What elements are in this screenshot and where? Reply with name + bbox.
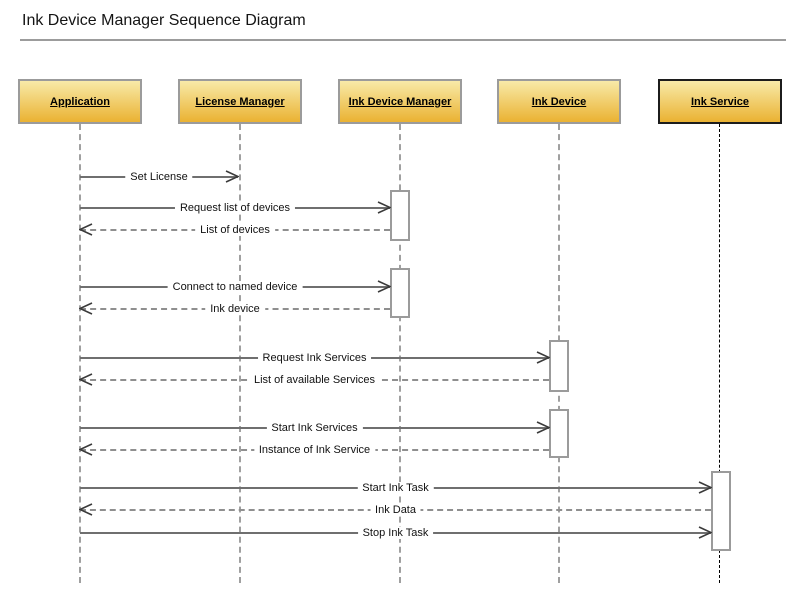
lifeline-application bbox=[79, 124, 81, 583]
activation-ink-service-5 bbox=[711, 471, 731, 551]
message-label: Start Ink Services bbox=[266, 422, 363, 434]
arrowhead-left-icon bbox=[79, 302, 93, 315]
lifeline-ink-device-manager bbox=[399, 124, 401, 583]
activation-ink-device-manager-2 bbox=[390, 268, 410, 318]
message-label: Stop Ink Task bbox=[357, 527, 434, 539]
arrowhead-right-icon bbox=[536, 351, 550, 364]
arrowhead-right-icon bbox=[225, 170, 239, 183]
actor-ink-service: Ink Service bbox=[658, 79, 782, 124]
message-label: Request Ink Services bbox=[257, 352, 372, 364]
message-label: List of devices bbox=[195, 224, 275, 236]
arrowhead-right-icon bbox=[377, 201, 391, 214]
arrowhead-right-icon bbox=[698, 481, 712, 494]
arrowhead-right-icon bbox=[698, 526, 712, 539]
message-label: Connect to named device bbox=[167, 281, 303, 293]
arrowhead-left-icon bbox=[79, 373, 93, 386]
arrowhead-left-icon bbox=[79, 443, 93, 456]
message-label: Set License bbox=[125, 171, 193, 183]
message-label: Instance of Ink Service bbox=[253, 444, 376, 456]
actor-label-application: Application bbox=[50, 95, 110, 108]
message-label: Request list of devices bbox=[174, 202, 296, 214]
actor-label-ink-device: Ink Device bbox=[531, 95, 587, 108]
message-label: Ink device bbox=[205, 303, 265, 315]
message-label: List of available Services bbox=[248, 374, 381, 386]
title-divider bbox=[20, 39, 786, 41]
diagram-title: Ink Device Manager Sequence Diagram bbox=[22, 12, 306, 29]
actor-label-license-manager: License Manager bbox=[195, 95, 285, 108]
arrowhead-right-icon bbox=[536, 421, 550, 434]
actor-label-ink-device-manager: Ink Device Manager bbox=[348, 95, 452, 108]
lifeline-ink-service bbox=[719, 124, 720, 583]
activation-ink-device-4 bbox=[549, 409, 569, 458]
arrowhead-left-icon bbox=[79, 503, 93, 516]
actor-label-ink-service: Ink Service bbox=[690, 95, 750, 108]
message-label: Start Ink Task bbox=[357, 482, 434, 494]
arrowhead-left-icon bbox=[79, 223, 93, 236]
activation-ink-device-3 bbox=[549, 340, 569, 392]
message-label: Ink Data bbox=[370, 504, 421, 516]
actor-ink-device-manager: Ink Device Manager bbox=[338, 79, 462, 124]
actor-license-manager: License Manager bbox=[178, 79, 302, 124]
activation-ink-device-manager-1 bbox=[390, 190, 410, 241]
actor-application: Application bbox=[18, 79, 142, 124]
arrowhead-right-icon bbox=[377, 280, 391, 293]
lifeline-license-manager bbox=[239, 124, 241, 583]
actor-ink-device: Ink Device bbox=[497, 79, 621, 124]
